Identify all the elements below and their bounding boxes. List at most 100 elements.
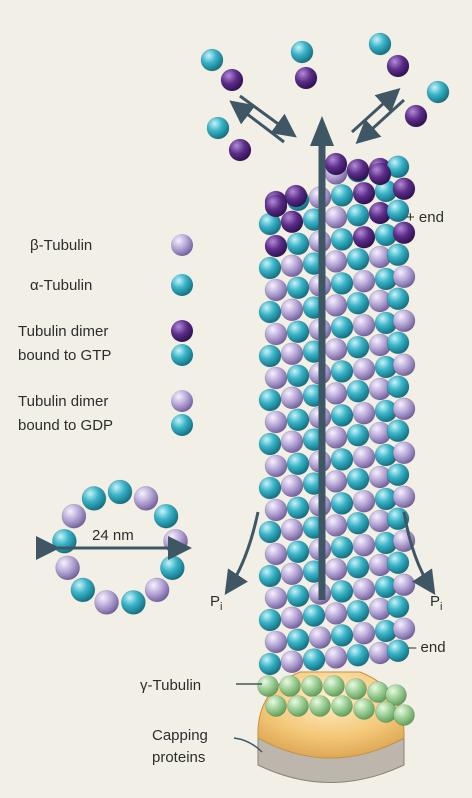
- beta-tubulin-bead: [393, 266, 415, 288]
- free-gtp-beta-bead: [221, 69, 243, 91]
- beta-tubulin-bead: [265, 411, 287, 433]
- alpha-tubulin-bead: [287, 585, 309, 607]
- alpha-tubulin-bead: [259, 301, 281, 323]
- alpha-tubulin-bead: [331, 448, 353, 470]
- gtp-tubulin-bead: [393, 178, 415, 200]
- alpha-tubulin-bead: [347, 292, 369, 314]
- alpha-tubulin-bead: [347, 336, 369, 358]
- beta-tubulin-bead: [353, 578, 375, 600]
- beta-tubulin-bead: [281, 475, 303, 497]
- alpha-tubulin-bead: [347, 512, 369, 534]
- beta-tubulin-bead: [265, 631, 287, 653]
- beta-tubulin-bead: [325, 558, 347, 580]
- plus-end-label: + end: [406, 209, 444, 226]
- gamma-tubulin-bead: [302, 676, 323, 697]
- gtp-tubulin-bead: [265, 235, 287, 257]
- alpha-tubulin-bead: [387, 596, 409, 618]
- beta-tubulin-bead: [281, 651, 303, 673]
- gamma-tubulin-bead: [266, 696, 287, 717]
- beta-tubulin-bead: [393, 354, 415, 376]
- beta-tubulin-bead: [325, 294, 347, 316]
- alpha-tubulin-bead: [303, 649, 325, 671]
- alpha-tubulin-bead: [347, 204, 369, 226]
- gamma-tubulin-bead: [394, 705, 415, 726]
- legend-gdp-swatch-top: [171, 390, 193, 412]
- alpha-tubulin-bead: [387, 552, 409, 574]
- gamma-tubulin-bead: [354, 699, 375, 720]
- ring-alpha-bead: [154, 504, 178, 528]
- beta-tubulin-bead: [281, 431, 303, 453]
- free-gtp-beta-bead: [387, 55, 409, 77]
- alpha-tubulin-bead: [347, 468, 369, 490]
- alpha-tubulin-bead: [287, 321, 309, 343]
- pi-label-left: Pi: [210, 593, 222, 613]
- beta-tubulin-bead: [281, 607, 303, 629]
- beta-tubulin-bead: [353, 358, 375, 380]
- alpha-tubulin-bead: [387, 332, 409, 354]
- beta-tubulin-bead: [265, 279, 287, 301]
- alpha-tubulin-bead: [259, 257, 281, 279]
- beta-tubulin-bead: [325, 426, 347, 448]
- beta-tubulin-bead: [325, 470, 347, 492]
- ring-beta-bead: [95, 590, 119, 614]
- beta-tubulin-bead: [353, 270, 375, 292]
- beta-tubulin-bead: [281, 299, 303, 321]
- alpha-tubulin-bead: [303, 605, 325, 627]
- gtp-tubulin-bead: [265, 195, 287, 217]
- alpha-tubulin-bead: [347, 644, 369, 666]
- beta-tubulin-bead: [325, 338, 347, 360]
- beta-tubulin-bead: [325, 602, 347, 624]
- alpha-tubulin-bead: [331, 404, 353, 426]
- alpha-tubulin-bead: [347, 424, 369, 446]
- alpha-tubulin-bead: [331, 316, 353, 338]
- free-alpha-bead: [207, 117, 229, 139]
- gamma-tubulin-bead: [368, 682, 389, 703]
- alpha-tubulin-bead: [287, 453, 309, 475]
- beta-tubulin-bead: [325, 382, 347, 404]
- capping-label-line1: Capping: [152, 727, 208, 744]
- beta-tubulin-bead: [281, 255, 303, 277]
- beta-tubulin-bead: [393, 574, 415, 596]
- alpha-tubulin-bead: [347, 248, 369, 270]
- alpha-tubulin-bead: [259, 521, 281, 543]
- legend-gtp-swatch-top: [171, 320, 193, 342]
- gtp-tubulin-bead: [369, 163, 391, 185]
- beta-tubulin-bead: [353, 314, 375, 336]
- legend-gdp-label-1: Tubulin dimer: [18, 393, 108, 410]
- alpha-tubulin-bead: [331, 536, 353, 558]
- free-gtp-beta-bead: [405, 105, 427, 127]
- beta-tubulin-bead: [393, 486, 415, 508]
- alpha-tubulin-bead: [387, 464, 409, 486]
- alpha-tubulin-bead: [387, 420, 409, 442]
- free-alpha-bead: [201, 49, 223, 71]
- alpha-tubulin-bead: [331, 580, 353, 602]
- ring-beta-bead: [145, 578, 169, 602]
- alpha-tubulin-bead: [259, 389, 281, 411]
- beta-tubulin-bead: [393, 618, 415, 640]
- beta-tubulin-bead: [265, 455, 287, 477]
- gamma-tubulin-bead: [324, 676, 345, 697]
- alpha-tubulin-bead: [287, 233, 309, 255]
- gtp-tubulin-bead: [353, 182, 375, 204]
- beta-tubulin-bead: [353, 622, 375, 644]
- ring-alpha-bead: [160, 556, 184, 580]
- gamma-tubulin-bead: [310, 696, 331, 717]
- gamma-tubulin-bead: [258, 676, 279, 697]
- beta-tubulin-bead: [281, 563, 303, 585]
- beta-tubulin-bead: [281, 519, 303, 541]
- free-gtp-beta-bead: [295, 67, 317, 89]
- alpha-tubulin-bead: [287, 629, 309, 651]
- beta-tubulin-bead: [353, 490, 375, 512]
- legend-beta-label: β-Tubulin: [30, 237, 92, 254]
- ring-alpha-bead: [52, 529, 76, 553]
- alpha-tubulin-bead: [331, 272, 353, 294]
- alpha-tubulin-bead: [259, 433, 281, 455]
- gamma-tubulin-bead: [280, 676, 301, 697]
- right-exchange-arrows: [352, 92, 404, 140]
- legend-beta-swatch: [171, 234, 193, 256]
- ring-beta-bead: [56, 556, 80, 580]
- alpha-tubulin-bead: [387, 640, 409, 662]
- pi-label-right: Pi: [430, 593, 442, 613]
- legend-gtp-label-1: Tubulin dimer: [18, 323, 108, 340]
- beta-tubulin-bead: [265, 543, 287, 565]
